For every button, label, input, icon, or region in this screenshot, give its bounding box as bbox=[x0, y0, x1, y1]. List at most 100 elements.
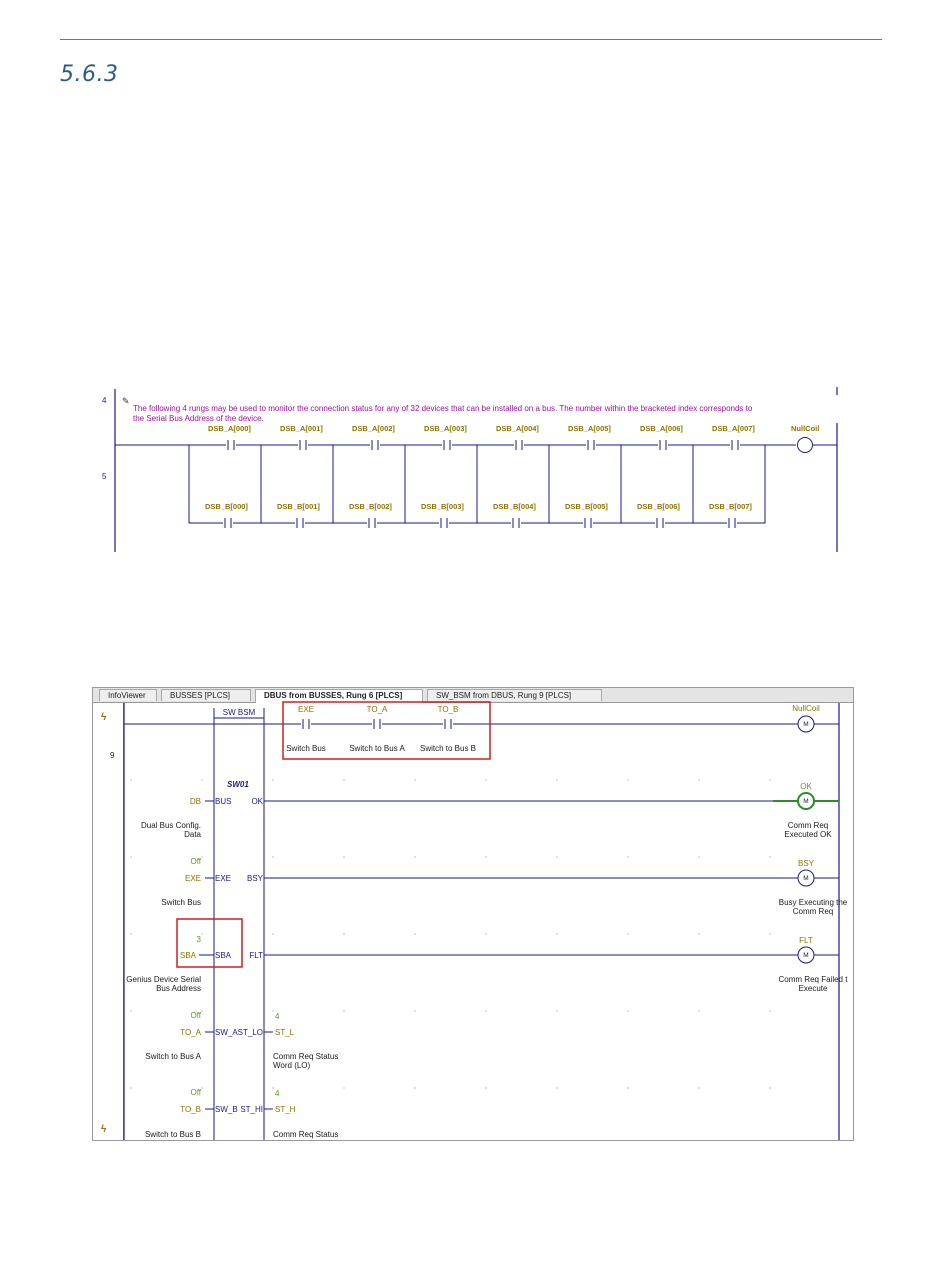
contact-label: DSB_A[007] bbox=[712, 424, 755, 433]
grid-dot bbox=[414, 856, 416, 858]
grid-dot bbox=[201, 933, 203, 935]
grid-dot bbox=[343, 933, 345, 935]
contact-description: Switch Bus bbox=[286, 744, 326, 753]
grid-dot bbox=[556, 779, 558, 781]
branch-path bbox=[188, 445, 262, 524]
contact-label: DSB_B[005] bbox=[565, 502, 608, 511]
grid-dot bbox=[556, 1010, 558, 1012]
rung-comment: The following 4 rungs may be used to mon… bbox=[133, 404, 773, 423]
block-instance: SW01 bbox=[227, 780, 249, 789]
grid-dot bbox=[343, 856, 345, 858]
coil-symbol: M bbox=[803, 798, 809, 805]
input-pin: SW_B bbox=[215, 1105, 238, 1114]
output-pin: BSY bbox=[246, 874, 263, 883]
grid-dot bbox=[769, 856, 771, 858]
grid-dot bbox=[627, 933, 629, 935]
branch-path bbox=[548, 445, 622, 524]
input-pin: SW_A bbox=[215, 1028, 238, 1037]
coil-description: Comm Req Failed t Execute bbox=[778, 975, 848, 993]
branch-path bbox=[404, 445, 478, 524]
comment-line: The following 4 rungs may be used to mon… bbox=[133, 404, 753, 413]
branch-path bbox=[620, 445, 694, 524]
output-description: Comm Req Status Word (LO) bbox=[273, 1052, 339, 1070]
grid-dot bbox=[627, 779, 629, 781]
grid-dot bbox=[485, 779, 487, 781]
contact-label: DSB_B[004] bbox=[493, 502, 536, 511]
grid-dot bbox=[130, 1087, 132, 1089]
branch-path bbox=[692, 445, 766, 524]
grid-dot bbox=[343, 779, 345, 781]
contact-label: TO_B bbox=[437, 705, 459, 714]
input-variable: EXE bbox=[184, 874, 201, 883]
grid-dot bbox=[272, 1087, 274, 1089]
grid-dot bbox=[485, 856, 487, 858]
grid-dot bbox=[130, 856, 132, 858]
input-value: Off bbox=[190, 857, 201, 866]
ladder-editor-window: InfoViewer BUSSES [PLCS] DBUS from BUSSE… bbox=[92, 687, 854, 1141]
grid-dot bbox=[201, 1010, 203, 1012]
grid-dot bbox=[627, 1087, 629, 1089]
block-name: SW BSM bbox=[222, 708, 256, 717]
grid-dot bbox=[698, 1087, 700, 1089]
branch-path bbox=[332, 445, 406, 524]
grid-dot bbox=[485, 1087, 487, 1089]
grid-dot bbox=[769, 1087, 771, 1089]
ladder-diagram-1 bbox=[114, 387, 838, 552]
input-value: Off bbox=[190, 1011, 201, 1020]
contact-label: DSB_A[006] bbox=[640, 424, 683, 433]
output-value: 4 bbox=[275, 1089, 280, 1098]
grid-dot bbox=[414, 933, 416, 935]
input-value: Off bbox=[190, 1088, 201, 1097]
contact-label: DSB_A[000] bbox=[208, 424, 251, 433]
tab-sw-bsm-rung-9[interactable]: SW_BSM from DBUS, Rung 9 [PLCS] bbox=[427, 689, 602, 701]
coil-description: Comm Req Executed OK bbox=[784, 821, 832, 839]
contact-gap bbox=[586, 440, 596, 450]
contact-label: DSB_B[006] bbox=[637, 502, 680, 511]
grid-dot bbox=[272, 933, 274, 935]
contact-gap bbox=[514, 440, 524, 450]
coil-symbol: M bbox=[803, 721, 809, 728]
grid-dot bbox=[414, 1087, 416, 1089]
tab-infoviewer[interactable]: InfoViewer bbox=[99, 689, 157, 701]
input-variable: SBA bbox=[179, 951, 196, 960]
ladder-figure-rungs-4-5: ✎ 4 5 The following 4 rungs may be used … bbox=[95, 385, 845, 560]
tab-busses[interactable]: BUSSES [PLCS] bbox=[161, 689, 251, 701]
grid-dot bbox=[769, 779, 771, 781]
coil-label: OK bbox=[800, 782, 812, 791]
input-pin: BUS bbox=[215, 797, 232, 806]
contact-gap bbox=[226, 440, 236, 450]
section-number: 5.6.3 bbox=[60, 62, 119, 87]
grid-dot bbox=[698, 1010, 700, 1012]
input-value: 3 bbox=[196, 935, 201, 944]
contact-label: DSB_A[004] bbox=[496, 424, 539, 433]
grid-dot bbox=[201, 779, 203, 781]
input-variable: TO_A bbox=[180, 1028, 201, 1037]
comment-line: the Serial Bus Address of the device. bbox=[133, 413, 264, 423]
contact-gap bbox=[223, 518, 233, 528]
grid-dot bbox=[698, 779, 700, 781]
tab-bar: InfoViewer BUSSES [PLCS] DBUS from BUSSE… bbox=[93, 688, 853, 703]
contact-gap bbox=[298, 440, 308, 450]
contact-gap bbox=[655, 518, 665, 528]
output-variable: ST_H bbox=[275, 1105, 296, 1114]
grid-dot bbox=[627, 856, 629, 858]
contact-label: DSB_A[001] bbox=[280, 424, 323, 433]
contact-gap bbox=[727, 518, 737, 528]
grid-dot bbox=[130, 779, 132, 781]
contact-gap bbox=[370, 440, 380, 450]
grid-dot bbox=[769, 933, 771, 935]
header-rule bbox=[60, 39, 882, 40]
output-pin: FLT bbox=[249, 951, 263, 960]
grid-dot bbox=[343, 1087, 345, 1089]
grid-dot bbox=[201, 1087, 203, 1089]
input-description: Dual Bus Config. Data bbox=[140, 821, 201, 839]
contact-description: Switch to Bus B bbox=[419, 744, 477, 753]
contact-label: TO_A bbox=[366, 705, 388, 714]
contact-gap bbox=[583, 518, 593, 528]
tab-dbus-rung-6[interactable]: DBUS from BUSSES, Rung 6 [PLCS] bbox=[255, 689, 423, 703]
coil-label: FLT bbox=[799, 936, 813, 945]
grid-dot bbox=[272, 779, 274, 781]
grid-dot bbox=[698, 856, 700, 858]
input-description: Genius Device Serial Bus Address bbox=[126, 975, 201, 993]
contact-label: DSB_B[003] bbox=[421, 502, 464, 511]
